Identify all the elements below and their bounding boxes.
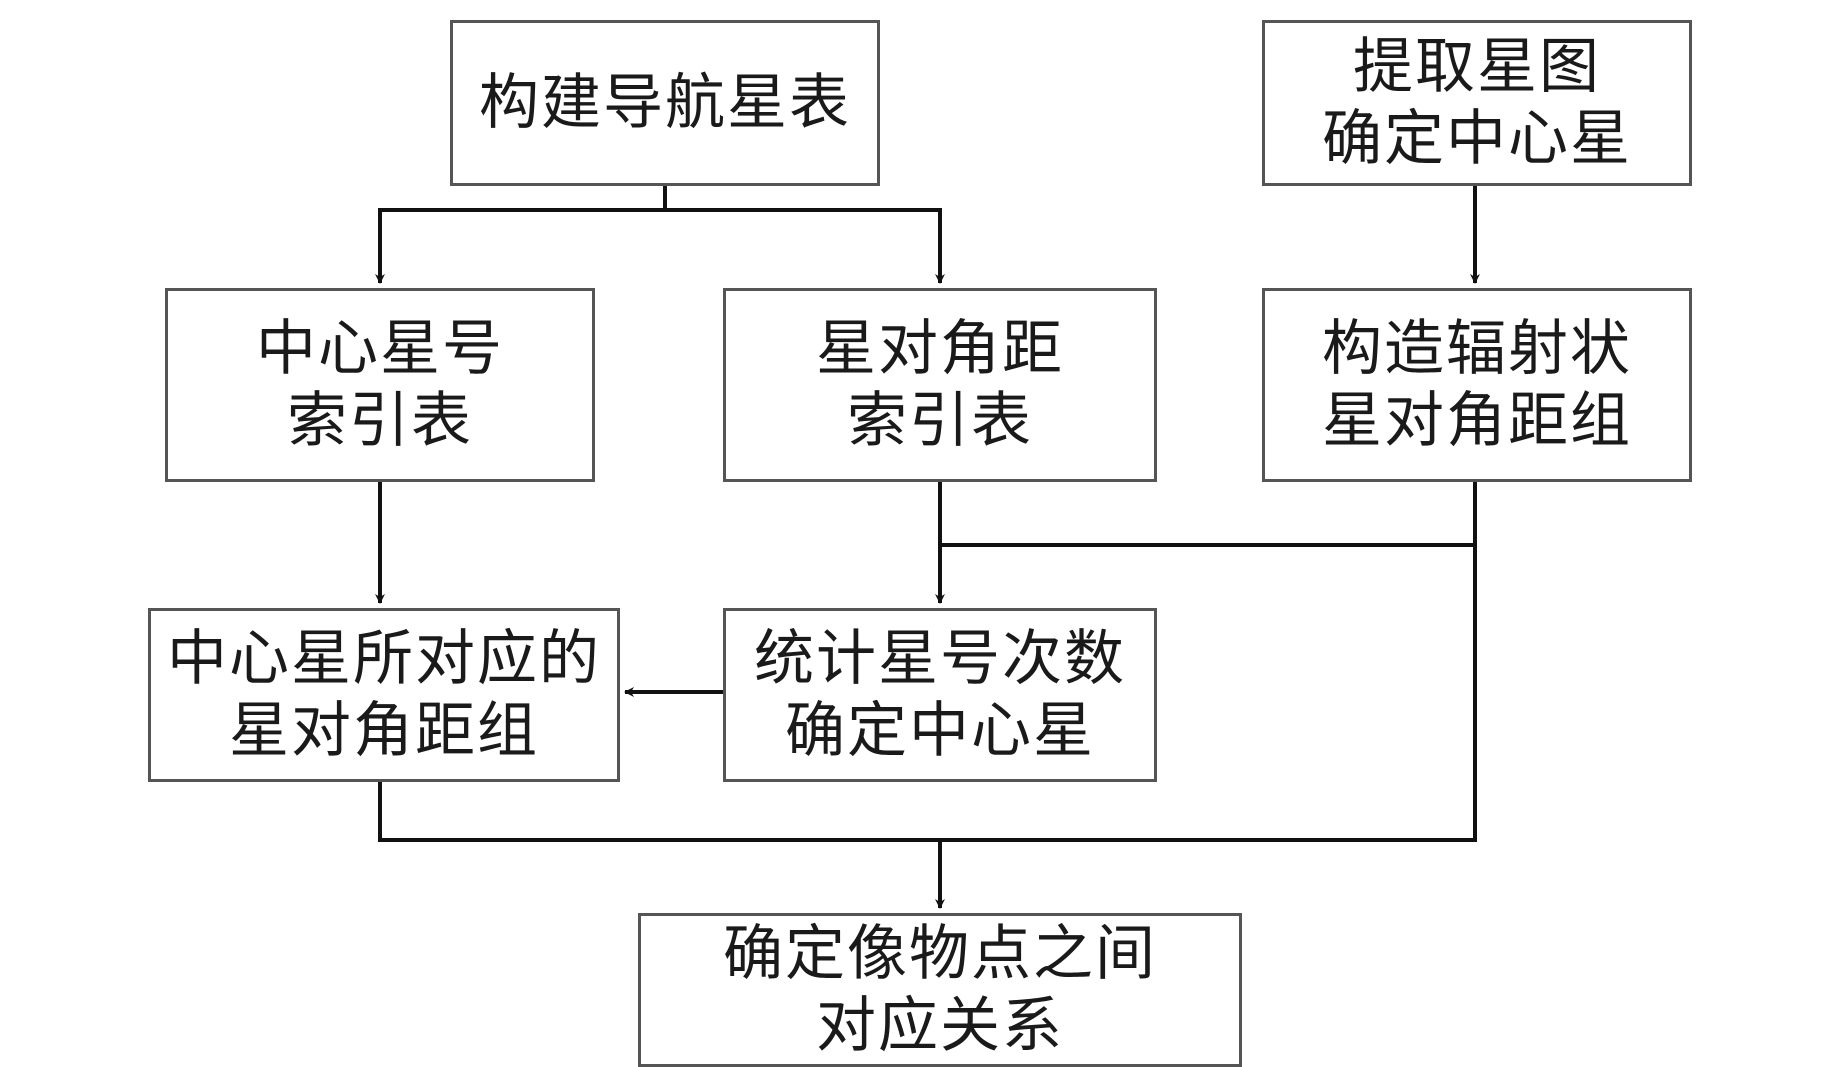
node-center-star-index: 中心星号 索引表 [165, 288, 595, 482]
node-label-line2: 确定中心星 [1322, 104, 1632, 174]
node-label-line1: 提取星图 [1353, 32, 1601, 102]
node-label-line2: 星对角距组 [1322, 386, 1632, 456]
node-angular-distance-index: 星对角距 索引表 [723, 288, 1157, 482]
edge-build-to-center-index [375, 186, 667, 284]
edge-radial-to-count [940, 482, 1477, 547]
node-label-line1: 中心星所对应的 [167, 624, 601, 694]
node-label-line1: 确定像物点之间 [723, 919, 1157, 989]
node-label-line1: 中心星号 [256, 314, 504, 384]
node-label: 构建导航星表 [479, 68, 851, 138]
node-label-line2: 索引表 [847, 386, 1033, 456]
node-extract-star-map: 提取星图 确定中心星 [1262, 20, 1692, 186]
node-radial-angular-groups: 构造辐射状 星对角距组 [1262, 288, 1692, 482]
node-count-star-ids: 统计星号次数 确定中心星 [723, 608, 1157, 782]
node-label-line2: 索引表 [287, 386, 473, 456]
edge-radial-to-result [940, 545, 1477, 842]
node-center-star-groups: 中心星所对应的 星对角距组 [148, 608, 620, 782]
node-image-object-correspondence: 确定像物点之间 对应关系 [638, 913, 1242, 1067]
node-label-line1: 构造辐射状 [1322, 314, 1632, 384]
node-label-line1: 统计星号次数 [754, 624, 1126, 694]
edge-center-groups-to-result [378, 782, 945, 909]
node-label-line2: 确定中心星 [785, 696, 1095, 766]
node-label-line1: 星对角距 [816, 314, 1064, 384]
node-label-line2: 星对角距组 [229, 696, 539, 766]
edge-build-to-angular-index [665, 208, 945, 284]
node-label-line2: 对应关系 [816, 991, 1064, 1061]
node-build-nav-table: 构建导航星表 [450, 20, 880, 186]
